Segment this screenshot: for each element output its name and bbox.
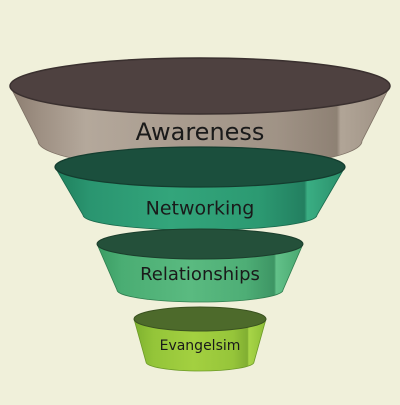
ring-band — [97, 244, 303, 302]
funnel-ring-evangelsim: Evangelsim — [133, 306, 267, 372]
ring-band — [10, 86, 390, 169]
ring-opening — [97, 229, 303, 259]
ring-rim — [54, 146, 346, 188]
ring-band-outline — [133, 318, 267, 372]
ring-rim — [133, 306, 267, 332]
funnel-ring-networking: Networking — [54, 146, 346, 231]
funnel-label-relationships: Relationships — [140, 264, 260, 285]
ring-opening — [134, 307, 266, 331]
ring-rim — [96, 228, 304, 260]
ring-opening — [55, 147, 345, 187]
ring-rim — [9, 57, 391, 115]
funnel-label-evangelsim: Evangelsim — [160, 338, 241, 354]
ring-band — [134, 319, 266, 371]
ring-band-outline — [96, 243, 304, 303]
funnel-label-networking: Networking — [146, 198, 255, 220]
funnel-ring-awareness: Awareness — [9, 57, 391, 170]
funnel-label-awareness: Awareness — [136, 118, 265, 146]
ring-band — [55, 167, 345, 230]
funnel-ring-relationships: Relationships — [96, 228, 304, 303]
ring-opening — [10, 58, 390, 114]
